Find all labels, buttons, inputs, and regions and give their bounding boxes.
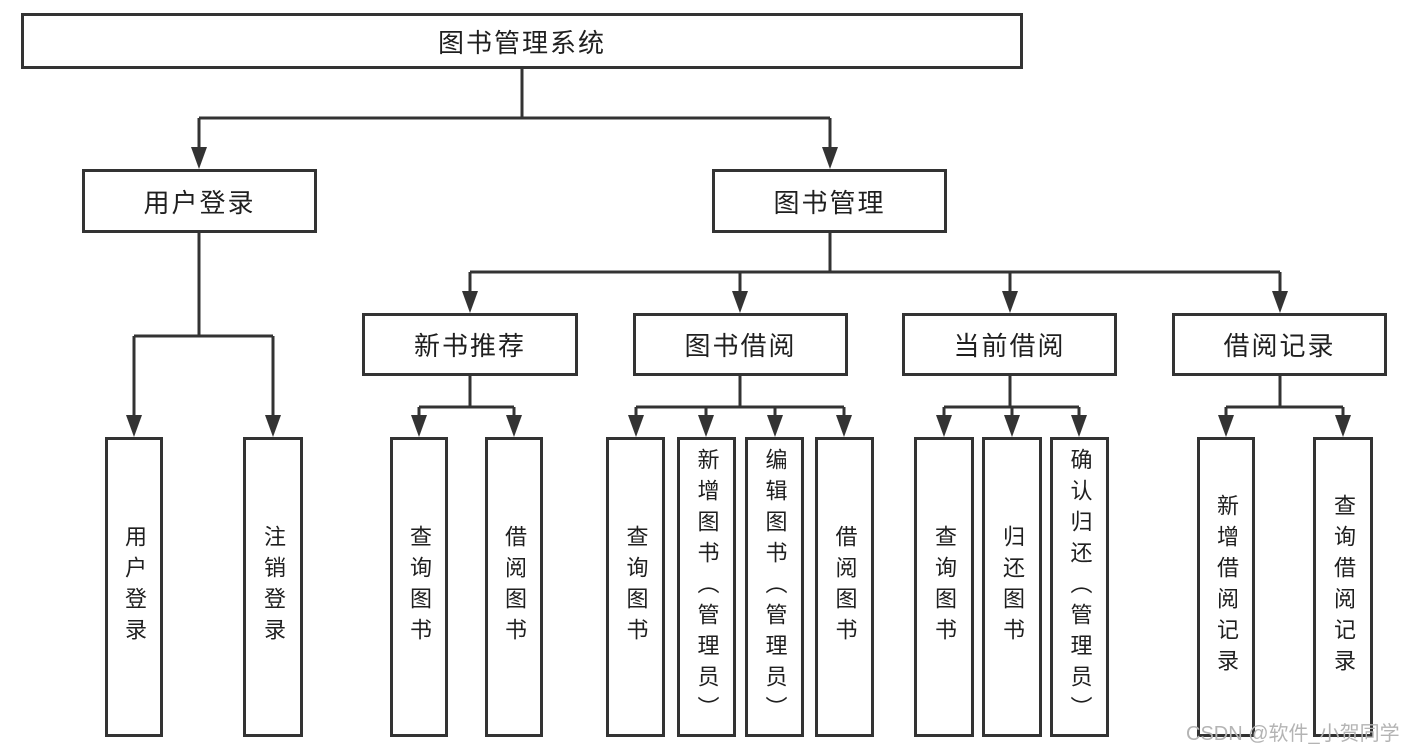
connector-root (197, 69, 832, 151)
arrow-down-icon (822, 147, 838, 169)
node-new-book-recommend: 新书推荐 (362, 313, 578, 376)
node-book-management: 图书管理 (712, 169, 947, 233)
leaf-query-books-2: 查询图书 (606, 437, 665, 737)
leaf-edit-books-admin: 编辑图书（管理员） (745, 437, 804, 737)
node-user-login: 用户登录 (82, 169, 317, 233)
leaf-return-books-label: 归还图书 (1000, 525, 1025, 649)
arrow-down-icon (126, 415, 142, 437)
leaf-query-books-1-label: 查询图书 (407, 525, 432, 649)
arrow-down-icon (1071, 415, 1087, 437)
arrow-down-icon (411, 415, 427, 437)
node-current-borrow: 当前借阅 (902, 313, 1117, 376)
arrow-down-icon (1218, 415, 1234, 437)
node-borrow-records: 借阅记录 (1172, 313, 1387, 376)
csdn-watermark: CSDN @软件_小贺同学 (1186, 723, 1400, 745)
node-borrow-records-label: 借阅记录 (1223, 331, 1336, 361)
leaf-borrow-books-2-label: 借阅图书 (832, 525, 858, 649)
leaf-add-books-admin-label: 新增图书（管理员） (694, 447, 720, 727)
leaf-borrow-books-1: 借阅图书 (485, 437, 543, 737)
leaf-confirm-return-admin-label: 确认归还（管理员） (1067, 447, 1093, 727)
leaf-borrow-books-2: 借阅图书 (815, 437, 874, 737)
arrow-down-icon (936, 415, 952, 437)
connector-new-books (417, 376, 516, 420)
connector-borrow (634, 376, 846, 420)
arrow-down-icon (191, 147, 207, 169)
leaf-confirm-return-admin: 确认归还（管理员） (1050, 437, 1109, 737)
node-book-borrow: 图书借阅 (633, 313, 848, 376)
leaf-query-borrow-record-label: 查询借阅记录 (1331, 494, 1356, 680)
arrow-down-icon (506, 415, 522, 437)
leaf-edit-books-admin-label: 编辑图书（管理员） (762, 447, 788, 727)
leaf-query-books-1: 查询图书 (390, 437, 448, 737)
connector-user-login (132, 233, 275, 419)
node-book-borrow-label: 图书借阅 (684, 331, 797, 361)
leaf-add-borrow-record-label: 新增借阅记录 (1214, 494, 1239, 680)
arrow-down-icon (462, 291, 478, 313)
leaf-query-books-2-label: 查询图书 (623, 525, 649, 649)
leaf-user-login: 用户登录 (105, 437, 163, 737)
arrow-down-icon (767, 415, 783, 437)
connector-records (1224, 376, 1345, 420)
leaf-query-books-3-label: 查询图书 (932, 525, 957, 649)
connector-strokes (132, 69, 1345, 420)
arrow-down-icon (1272, 291, 1288, 313)
leaf-logout: 注销登录 (243, 437, 303, 737)
node-book-management-label: 图书管理 (773, 187, 886, 218)
leaf-logout-label: 注销登录 (261, 525, 286, 649)
arrow-down-icon (698, 415, 714, 437)
arrow-down-icon (1002, 291, 1018, 313)
arrow-down-icon (1004, 415, 1020, 437)
arrow-down-icon (628, 415, 644, 437)
leaf-borrow-books-1-label: 借阅图书 (502, 525, 527, 649)
node-root: 图书管理系统 (21, 13, 1023, 69)
leaf-user-login-label: 用户登录 (122, 525, 147, 649)
leaf-add-books-admin: 新增图书（管理员） (677, 437, 736, 737)
node-root-label: 图书管理系统 (437, 27, 606, 58)
leaf-return-books: 归还图书 (982, 437, 1042, 737)
node-new-book-recommend-label: 新书推荐 (413, 331, 526, 361)
arrow-down-icon (265, 415, 281, 437)
leaf-query-borrow-record: 查询借阅记录 (1313, 437, 1373, 737)
connector-current (942, 376, 1081, 420)
node-user-login-label: 用户登录 (143, 187, 256, 218)
arrowheads (126, 147, 1351, 437)
arrow-down-icon (732, 291, 748, 313)
connector-book-mgmt (468, 233, 1282, 296)
node-current-borrow-label: 当前借阅 (953, 331, 1066, 361)
arrow-down-icon (1335, 415, 1351, 437)
leaf-query-books-3: 查询图书 (914, 437, 974, 737)
leaf-add-borrow-record: 新增借阅记录 (1197, 437, 1255, 737)
arrow-down-icon (836, 415, 852, 437)
